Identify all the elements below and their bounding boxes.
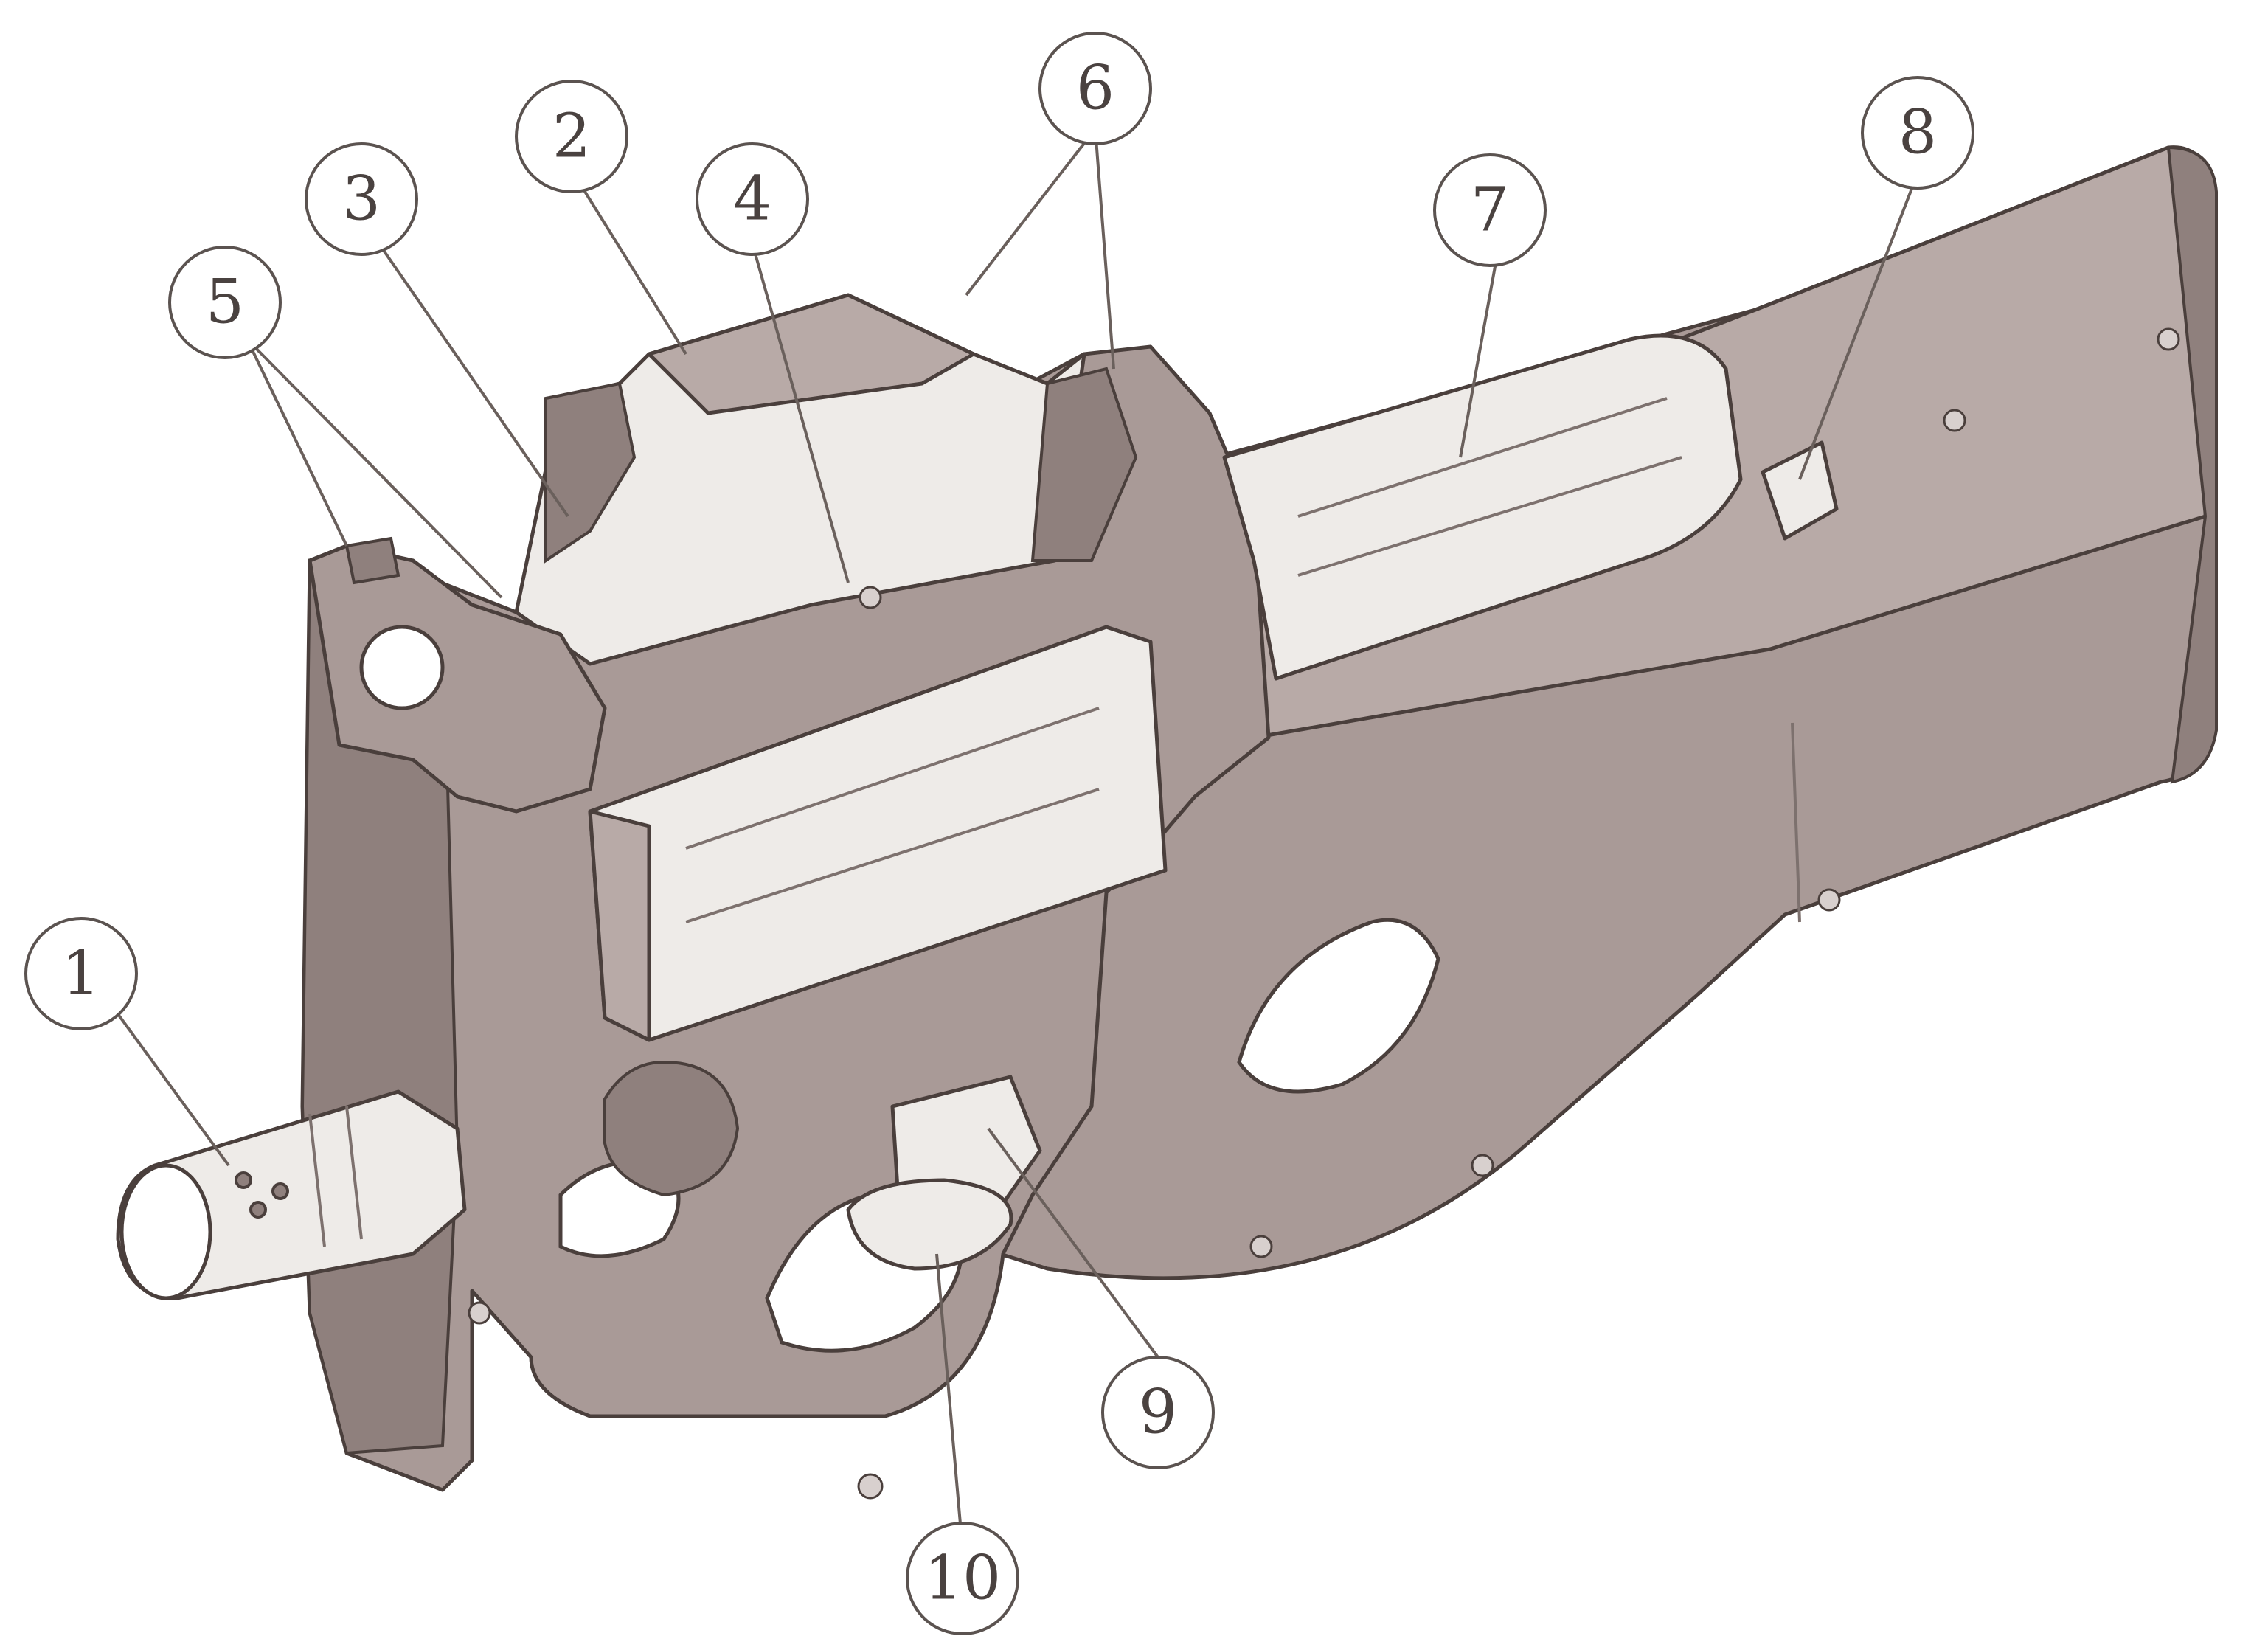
screw [1249, 1235, 1273, 1258]
barrel-ridge-2 [345, 1106, 363, 1240]
screw [859, 586, 882, 609]
screw [468, 1301, 491, 1325]
stock-butt-plate [2166, 145, 2218, 784]
barrel-muzzle [119, 1163, 212, 1300]
screw [1471, 1154, 1494, 1177]
rear-sling-loop [1761, 440, 1839, 541]
barrel-port-2 [271, 1182, 289, 1200]
leader-3 [375, 238, 569, 518]
front-sight-block [308, 544, 607, 814]
sight-post [344, 536, 400, 585]
leader-1 [117, 1013, 230, 1167]
leader-7 [1459, 254, 1499, 458]
callout-1-label: 1 [62, 939, 100, 1009]
callout-2: 2 [515, 80, 628, 193]
callout-8: 8 [1861, 76, 1974, 190]
callout-9: 9 [1101, 1356, 1215, 1469]
stock-seam [1791, 722, 1801, 923]
callout-6-label: 6 [1076, 54, 1114, 124]
screw [1817, 888, 1841, 912]
callout-2-label: 2 [552, 102, 591, 172]
screw [2157, 327, 2180, 351]
leader-6b [1094, 128, 1115, 370]
magazine-rib-2 [685, 788, 1100, 923]
magazine-side-face [588, 809, 651, 1042]
callout-5-label: 5 [206, 268, 244, 338]
callout-8-label: 8 [1898, 98, 1937, 168]
optic-hood [647, 293, 976, 415]
callout-6: 6 [1038, 32, 1152, 145]
thumbhole [1237, 918, 1440, 1094]
leader-10 [935, 1253, 964, 1550]
leader-5a [246, 339, 348, 547]
leader-8 [1798, 173, 1919, 480]
callout-10: 10 [906, 1522, 1019, 1635]
weapon-illustration [116, 145, 2218, 1500]
sight-aperture [359, 625, 445, 710]
callout-4-label: 4 [733, 164, 771, 235]
leader-4 [751, 243, 850, 583]
magazine-rib-4 [1297, 456, 1682, 577]
callout-10-label: 10 [924, 1544, 1001, 1614]
magazine-rib-3 [1297, 397, 1668, 518]
leader-6a [965, 128, 1097, 297]
safety-selector [846, 1178, 1013, 1271]
callout-7-label: 7 [1471, 176, 1509, 246]
optic-rear-bracket [1030, 367, 1138, 562]
callout-9-label: 9 [1139, 1378, 1177, 1448]
magazine-rib-1 [685, 707, 1100, 850]
barrel-port-1 [235, 1171, 252, 1189]
screw [1943, 409, 1966, 432]
barrel-ridge-1 [308, 1113, 326, 1247]
callouts: 1 2 3 4 5 6 7 8 [24, 32, 1974, 1635]
charging-handle [603, 1060, 740, 1197]
leader-lines [117, 128, 1919, 1550]
callout-4: 4 [696, 142, 809, 256]
barrel-port-3 [249, 1201, 267, 1219]
leader-9 [987, 1127, 1159, 1359]
callout-3-label: 3 [342, 164, 381, 235]
callout-5: 5 [168, 246, 282, 359]
screw [857, 1473, 884, 1500]
leader-5b [246, 338, 503, 599]
callout-7: 7 [1433, 153, 1547, 267]
magazine [1222, 333, 1743, 681]
callout-3: 3 [305, 142, 418, 256]
callout-1: 1 [24, 917, 138, 1030]
leader-2 [581, 187, 687, 356]
